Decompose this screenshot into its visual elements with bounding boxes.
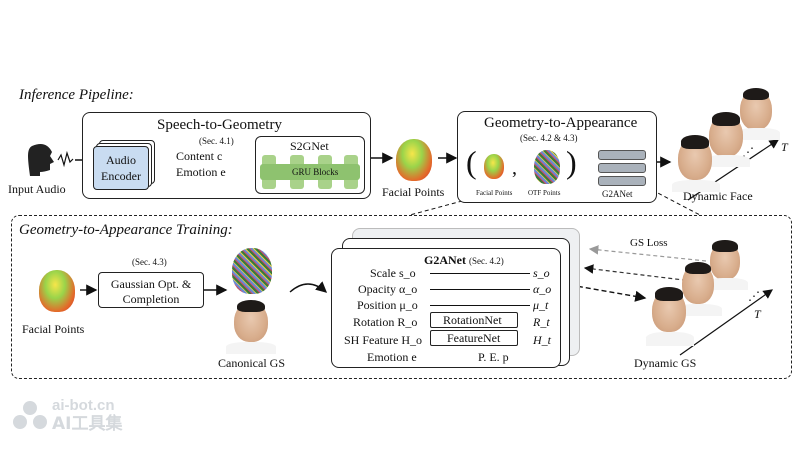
- g2anet-card-title: G2ANet (Sec. 4.2): [424, 254, 504, 266]
- dynamic-gs-label: Dynamic GS: [634, 356, 697, 370]
- g2anet-card: G2ANet (Sec. 4.2): [331, 248, 561, 368]
- facial-points-image: [396, 139, 432, 181]
- training-facial-points-image: [39, 270, 75, 312]
- gaussian-opt-label: Gaussian Opt. & Completion: [110, 277, 192, 306]
- dynamic-face-3: [736, 87, 780, 140]
- waveform: [57, 150, 74, 168]
- audio-encoder-label: Audio Encoder: [101, 153, 141, 183]
- comma: ,: [512, 157, 517, 179]
- row-position-left: Position μ_o: [357, 298, 418, 312]
- dash-link-right: [651, 189, 701, 216]
- otf-small-label: OTF Points: [528, 189, 561, 197]
- g2anet-label: G2ANet: [602, 189, 633, 199]
- row-scale-right: s_o: [533, 266, 550, 280]
- row-rotation-left: Rotation R_o: [353, 315, 418, 329]
- row-position-line: [430, 305, 530, 307]
- training-section: [11, 215, 792, 379]
- dashed-arrow-3: [569, 284, 647, 302]
- g2a-title: Geometry-to-Appearance: [484, 115, 638, 131]
- watermark-logo-icon: [12, 398, 48, 434]
- g2a-sec: (Sec. 4.2 & 4.3): [520, 133, 578, 143]
- gaussian-opt-box: Gaussian Opt. & Completion: [98, 272, 204, 308]
- t-axis-label-inference: T: [781, 140, 788, 154]
- canonical-gs-label: Canonical GS: [218, 356, 285, 370]
- content-label: Content c: [176, 149, 223, 163]
- dynamic-gs-1: [646, 287, 694, 346]
- otf-points-image: [534, 150, 560, 184]
- inference-title: Inference Pipeline:: [19, 87, 134, 103]
- dots-training: ⋰: [748, 289, 760, 303]
- dynamic-gs-2: [676, 261, 722, 316]
- geometry-to-appearance-box: Geometry-to-Appearance (Sec. 4.2 & 4.3) …: [457, 111, 657, 203]
- dynamic-face-1: [672, 135, 720, 192]
- rotationnet-box: RotationNet: [430, 312, 518, 328]
- canonical-gs-portrait: [226, 299, 276, 354]
- audio-encoder-stack: Audio Encoder: [93, 140, 155, 190]
- row-emotion-left: Emotion e: [367, 350, 417, 364]
- dashed-arrow-2: [583, 264, 701, 283]
- dynamic-face-2: [704, 112, 750, 167]
- gs-loss-label: GS Loss: [630, 237, 668, 249]
- g2anet-card-title-text: G2ANet: [424, 253, 466, 267]
- s2g-title: Speech-to-Geometry: [157, 117, 282, 133]
- s2gnet-box: S2GNet GRU Blocks: [255, 136, 365, 194]
- input-audio-label: Input Audio: [8, 182, 66, 196]
- training-title: Geometry-to-Appearance Training:: [19, 222, 233, 238]
- row-emotion-right: P. E. p: [478, 350, 509, 364]
- arrow-canonical-to-g2anet: [289, 281, 328, 293]
- g2anet-card-sec: (Sec. 4.2): [469, 256, 504, 266]
- row-scale-left: Scale s_o: [370, 266, 416, 280]
- watermark-line2: AI工具集: [52, 414, 123, 434]
- row-sh-left: SH Feature H_o: [344, 333, 422, 347]
- featurenet-box: FeatureNet: [430, 330, 518, 346]
- audio-head-icon: [26, 142, 56, 176]
- fp-small-label: Facial Points: [476, 189, 513, 197]
- gru-label: GRU Blocks: [292, 167, 339, 177]
- t-axis-label-training: T: [754, 307, 761, 321]
- t-axis-training: [679, 289, 773, 356]
- row-scale-line: [430, 273, 530, 275]
- row-opacity-left: Opacity α_o: [358, 282, 418, 296]
- canonical-gs-points: [232, 248, 272, 294]
- row-rotation-right: R_t: [533, 315, 550, 329]
- s2gnet-label: S2GNet: [290, 139, 329, 153]
- rotationnet-label: RotationNet: [443, 313, 502, 327]
- watermark-line1: ai-bot.cn: [52, 397, 115, 414]
- dynamic-gs-3: [706, 239, 748, 290]
- dots-inference: ⋰: [742, 145, 754, 159]
- s2g-sec: (Sec. 4.1): [199, 136, 234, 146]
- training-sec: (Sec. 4.3): [132, 257, 167, 267]
- small-facial-points-image: [484, 154, 504, 179]
- training-facial-points-label: Facial Points: [22, 322, 85, 336]
- gs-loss-arrow: [588, 245, 707, 262]
- facial-points-label: Facial Points: [382, 185, 445, 199]
- row-opacity-right: α_o: [533, 282, 552, 296]
- audio-encoder-box: Audio Encoder: [93, 146, 149, 190]
- featurenet-label: FeatureNet: [447, 331, 501, 345]
- row-sh-right: H_t: [533, 333, 551, 347]
- gru-blocks: GRU Blocks: [260, 155, 360, 189]
- paren-left: (: [466, 144, 477, 180]
- g2anet-layers: [598, 150, 646, 186]
- row-position-right: μ_t: [533, 298, 549, 312]
- dynamic-face-label: Dynamic Face: [683, 189, 753, 203]
- paren-right: ): [566, 144, 577, 180]
- row-opacity-line: [430, 289, 530, 291]
- emotion-label: Emotion e: [176, 165, 226, 179]
